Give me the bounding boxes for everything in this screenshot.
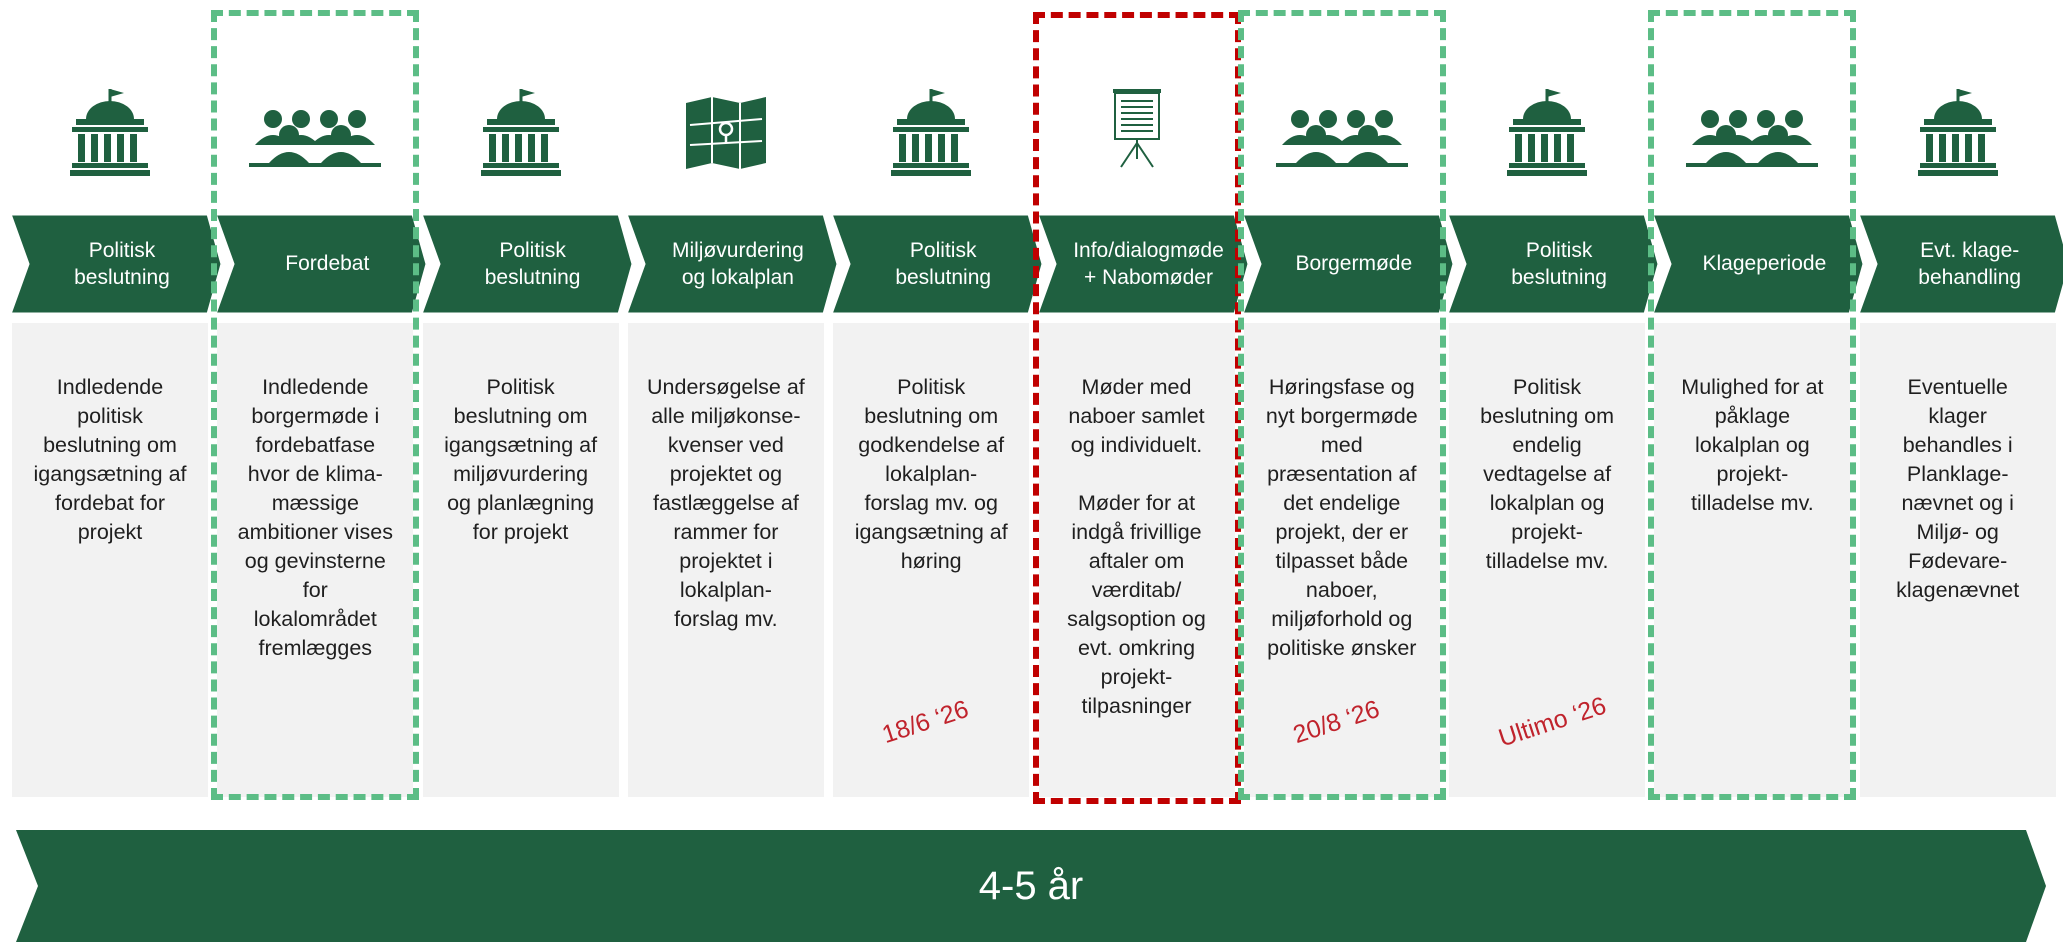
people-group-icon [1682, 83, 1822, 188]
step-description-panel: Eventuelle klager behandles i Planklage-… [1859, 323, 2056, 797]
people-group-icon [1272, 83, 1412, 188]
government-building-icon [1477, 83, 1617, 188]
highlight-frame-red [1032, 12, 1241, 804]
folded-map-icon [656, 83, 796, 188]
step-label: Klageperiode [1702, 252, 1827, 276]
highlight-frame-green [1648, 10, 1857, 800]
highlight-frame-green [211, 10, 420, 800]
step-description: Politisk beslutning om endelig vedtagels… [1480, 375, 1615, 574]
step-label: Miljøvurdering og lokalplan [671, 238, 804, 289]
step-description-panel: Undersøgelse af alle miljøkonse- kvenser… [627, 323, 824, 797]
step-description: Politisk beslutning om igangsætning af m… [444, 375, 598, 545]
step-description-panel: Mulighed for at påklage lokalplan og pro… [1654, 323, 1851, 797]
step-description-panel: Indledende borgermøde i fordebatfase hvo… [217, 323, 414, 797]
step-label: Politisk beslutning [1511, 238, 1607, 289]
government-building-icon [451, 83, 591, 188]
step-description: Indledende borgermøde i fordebatfase hvo… [237, 375, 393, 661]
step-chevron: Borgermøde [1241, 214, 1454, 314]
step-chevron: Fordebat [215, 214, 428, 314]
step-chevron: Evt. klage- behandling [1857, 214, 2063, 314]
step-label: Politisk beslutning [484, 238, 581, 289]
highlight-frame-green [1237, 10, 1446, 800]
step-description-panel: Møder med naboer samlet og individuelt. … [1038, 323, 1235, 797]
government-building-icon [861, 83, 1001, 188]
step-description: Indledende politisk beslutning om igangs… [33, 375, 187, 545]
step-description: Møder med naboer samlet og individuelt. … [1067, 375, 1206, 719]
step-chevron: Politisk beslutning [831, 214, 1044, 314]
step-description-panel: Indledende politisk beslutning om igangs… [12, 323, 208, 797]
step-label: Info/dialogmøde + Nabomøder [1073, 238, 1224, 289]
people-group-icon [245, 83, 385, 188]
step-chevron: Politisk beslutning [420, 214, 633, 314]
step-description: Politisk beslutning om godkendelse af lo… [854, 375, 1008, 574]
step-label: Evt. klage- behandling [1918, 238, 2022, 289]
step-label: Politisk beslutning [74, 238, 170, 289]
government-building-icon [40, 83, 180, 188]
step-chevron: Klageperiode [1652, 214, 1865, 314]
step-chevron: Miljøvurdering og lokalplan [625, 214, 838, 314]
presentation-easel-icon [1067, 83, 1207, 188]
step-description-panel: Politisk beslutning om godkendelse af lo… [833, 323, 1030, 797]
step-chevron: Politisk beslutning [1447, 214, 1660, 314]
step-chevron: Info/dialogmøde + Nabomøder [1036, 214, 1249, 314]
step-description: Eventuelle klager behandles i Planklage-… [1896, 375, 2020, 603]
step-label: Borgermøde [1295, 252, 1413, 276]
government-building-icon [1888, 83, 2028, 188]
step-description: Høringsfase og nyt borgermøde med præsen… [1265, 375, 1418, 661]
step-description-panel: Politisk beslutning om endelig vedtagels… [1449, 323, 1646, 797]
step-description: Mulighed for at påklage lokalplan og pro… [1681, 375, 1824, 516]
step-description-panel: Politisk beslutning om igangsætning af m… [422, 323, 619, 797]
step-chevron: Politisk beslutning [10, 214, 222, 314]
step-description: Undersøgelse af alle miljøkonse- kvenser… [647, 375, 805, 632]
step-description-panel: Høringsfase og nyt borgermøde med præsen… [1243, 323, 1440, 797]
step-label: Fordebat [285, 252, 370, 276]
duration-arrow [16, 830, 2046, 942]
duration-label: 4-5 år [978, 863, 1084, 908]
step-label: Politisk beslutning [895, 238, 992, 289]
